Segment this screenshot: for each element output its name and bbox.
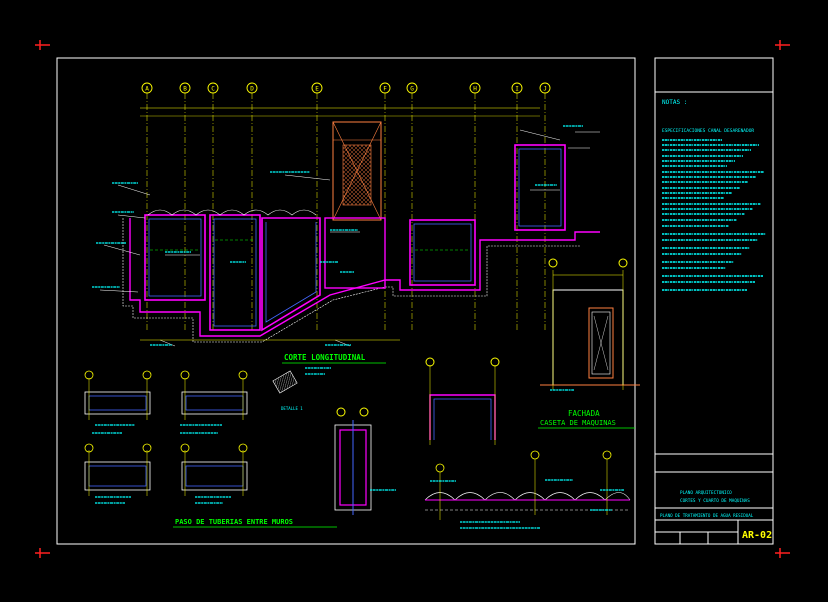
- tank-1: [144, 214, 206, 301]
- grid-bubble-letter: H: [473, 86, 477, 93]
- tank-2: [209, 214, 261, 331]
- grid-bubble: B: [179, 82, 191, 94]
- notes-panel: [654, 57, 774, 545]
- grid-bubble-letter: D: [250, 86, 254, 93]
- tank-5: [409, 219, 476, 286]
- grid-bubble: I: [511, 82, 523, 94]
- grid-bubble: H: [469, 82, 481, 94]
- grid-bubble: C: [207, 82, 219, 94]
- grid-bubble-letter: B: [183, 86, 187, 93]
- notes-text-block: [662, 139, 766, 291]
- tank-4: [324, 217, 386, 289]
- pipe-pass-details: DETALLE 1: [84, 357, 631, 520]
- tower-lattice: [332, 121, 382, 221]
- facade-subtitle: CASETA DE MAQUINAS: [540, 419, 616, 427]
- small-annotations: [92, 125, 624, 529]
- grid-bubble-letter: G: [410, 86, 414, 93]
- grid-bubble-letter: J: [543, 86, 547, 93]
- spec-title: ESPECIFICACIONES CANAL DESARENADOR: [662, 128, 754, 134]
- grid-bubble: E: [311, 82, 323, 94]
- annotation-leaders: [99, 129, 600, 347]
- facade-elevation: [540, 258, 640, 390]
- longitudinal-section: [99, 93, 600, 347]
- notes-header: NOTAS :: [662, 99, 687, 106]
- section-title: CORTE LONGITUDINAL: [284, 353, 366, 362]
- grid-bubble: G: [406, 82, 418, 94]
- pipe-pass-title: PASO DE TUBERIAS ENTRE MUROS: [175, 518, 293, 526]
- grid-bubbles: A B C D E F G H I J: [141, 82, 551, 94]
- drawing-frame: [56, 57, 636, 545]
- machine-room-section: [514, 144, 566, 231]
- grid-bubble: D: [246, 82, 258, 94]
- sheet-number: AR-02: [742, 530, 772, 541]
- grid-bubble-letter: I: [515, 86, 519, 93]
- grid-bubble: J: [539, 82, 551, 94]
- grid-bubble-letter: A: [145, 86, 149, 93]
- grid-bubble: F: [379, 82, 391, 94]
- project-line2: CORTES Y CUARTO DE MAQUINAS: [680, 498, 750, 504]
- crop-marks: [35, 40, 790, 558]
- grid-bubble-letter: F: [383, 86, 387, 93]
- tank-3: [261, 217, 321, 332]
- tank-inner-5: [413, 223, 472, 282]
- grid-bubble: A: [141, 82, 153, 94]
- grid-lines: [146, 93, 546, 330]
- grid-bubble-letter: E: [315, 86, 319, 93]
- facade-title: FACHADA: [568, 409, 600, 418]
- project-line1: PLANO ARQUITECTONICO: [680, 490, 732, 496]
- grid-bubble-letter: C: [211, 86, 215, 93]
- detail-label: DETALLE 1: [281, 406, 303, 411]
- plan-name: PLANO DE TRATAMIENTO DE AGUA RESIDUAL: [660, 513, 754, 518]
